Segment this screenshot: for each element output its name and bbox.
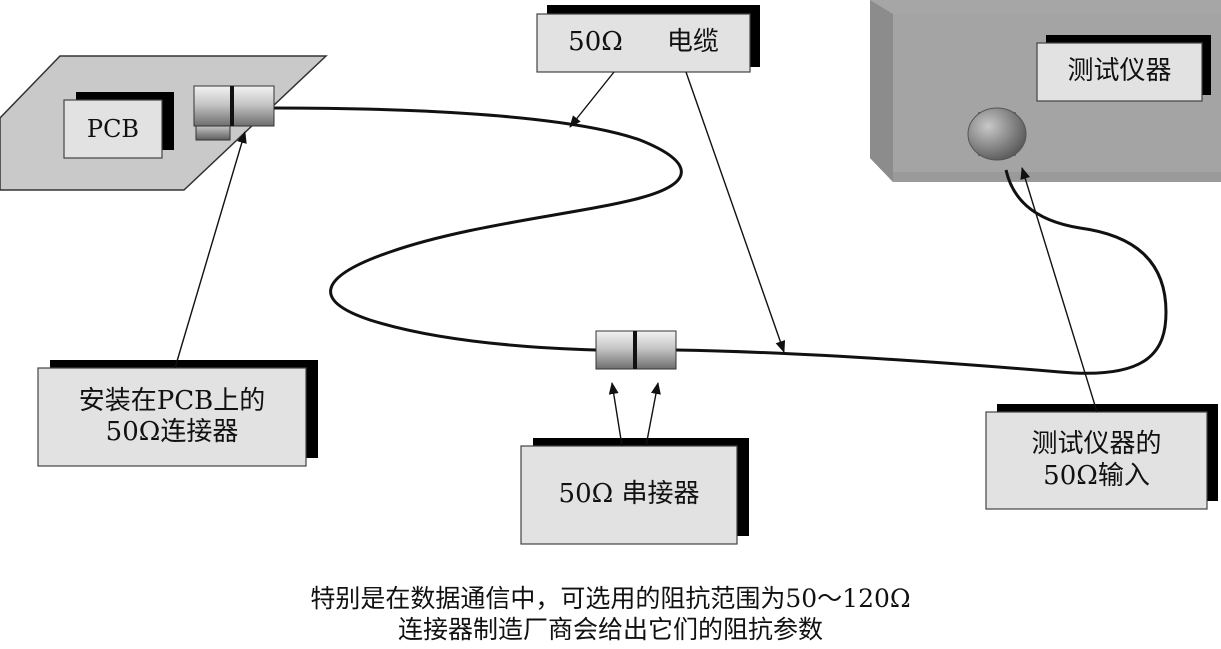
pcb-connector-label-line1: 安装在PCB上的 <box>78 385 266 416</box>
instrument-label-text: 测试仪器 <box>1067 56 1172 87</box>
arrow-pcb-connector <box>174 131 247 369</box>
coax-cable <box>271 106 683 352</box>
instrument-label: 测试仪器 <box>1037 43 1202 101</box>
pcb-connector-label-line2: 50Ω连接器 <box>105 417 239 447</box>
caption-line1: 特别是在数据通信中，可选用的阻抗范围为50～120Ω <box>310 584 911 613</box>
cable-label: 50Ω 电缆 <box>537 14 750 72</box>
pcb-connector-label: 安装在PCB上的 50Ω连接器 <box>38 368 306 466</box>
label-boxes <box>37 13 1208 545</box>
cable-label-resistance: 50Ω <box>568 27 623 58</box>
serial-connector <box>595 330 677 370</box>
instrument-input-label-line2: 50Ω输入 <box>1043 460 1150 491</box>
cable-label-text: 电缆 <box>666 27 719 58</box>
pcb-label: PCB <box>64 100 162 158</box>
caption-line2: 连接器制造厂商会给出它们的阻抗参数 <box>397 615 823 645</box>
arrow-serial-left <box>608 382 623 447</box>
pcb-connector <box>193 85 275 141</box>
coax-cable-segment <box>675 169 1168 375</box>
pointer-arrows <box>174 71 1098 447</box>
serial-connector-label: 50Ω 串接器 <box>521 446 737 544</box>
arrow-serial-right <box>645 382 661 447</box>
arrow-instrument-input <box>1020 167 1098 413</box>
arrow-cable-left <box>569 71 615 128</box>
serial-connector-label-text: 50Ω 串接器 <box>558 479 700 510</box>
instrument-input-label-line1: 测试仪器的 <box>1031 429 1162 460</box>
pcb-label-text: PCB <box>86 114 140 143</box>
figure-caption: 特别是在数据通信中，可选用的阻抗范围为50～120Ω 连接器制造厂商会给出它们的… <box>0 583 1221 646</box>
instrument-input-knob <box>967 107 1027 161</box>
instrument-input-label: 测试仪器的 50Ω输入 <box>986 412 1207 509</box>
arrow-cable-right <box>685 71 786 353</box>
